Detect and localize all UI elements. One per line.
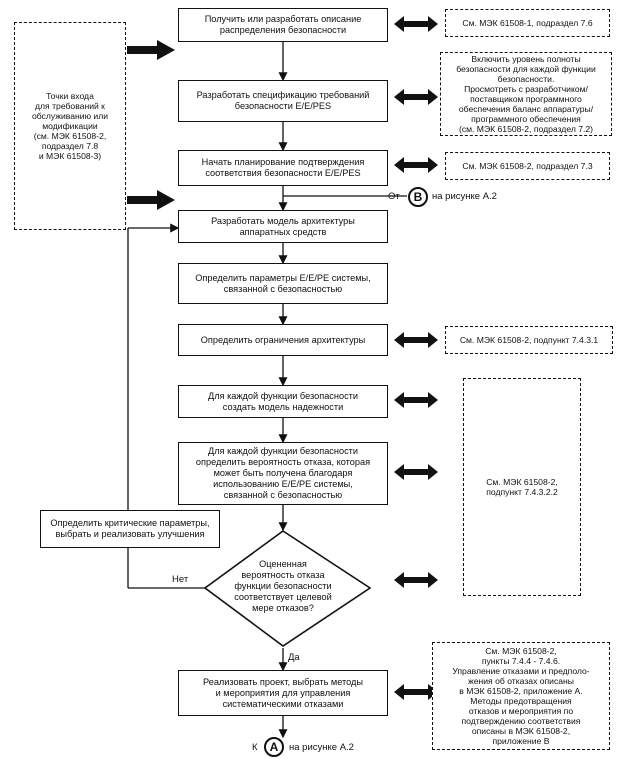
double-arrow <box>394 332 438 348</box>
ref-61508-2-7-4-4: См. МЭК 61508-2, пункты 7.4.4 - 7.4.6. У… <box>432 642 610 750</box>
step-implement-design: Реализовать проект, выбрать методы и мер… <box>178 670 388 716</box>
double-arrow <box>394 157 438 173</box>
step-safety-requirements: Разработать спецификацию требований безо… <box>178 80 388 122</box>
double-arrow <box>394 89 438 105</box>
step-reliability-model: Для каждой функции безопасности создать … <box>178 385 388 418</box>
double-arrow <box>394 16 438 32</box>
double-arrow <box>394 464 438 480</box>
improve-box: Определить критические параметры, выбрат… <box>40 510 220 548</box>
step-validation-planning: Начать планирование подтверждения соотве… <box>178 150 388 186</box>
connector-out-prefix: К <box>252 742 258 753</box>
connector-in-suffix: на рисунке А.2 <box>432 191 497 202</box>
ref-sil-note: Включить уровень полноты безопасности дл… <box>440 52 612 136</box>
entry-note: Точки входа для требований к обслуживани… <box>14 22 126 230</box>
connector-a-circle: A <box>264 737 284 757</box>
decision-diamond <box>203 530 372 647</box>
ref-61508-2-7-4-3-1: См. МЭК 61508-2, подпункт 7.4.3.1 <box>445 326 613 354</box>
ref-61508-2-7-4-3-2-2: См. МЭК 61508-2, подпункт 7.4.3.2.2 <box>463 378 581 596</box>
double-arrow <box>394 392 438 408</box>
ref-61508-1-7-6: См. МЭК 61508-1, подраздел 7.6 <box>445 9 610 37</box>
step-safety-allocation: Получить или разработать описание распре… <box>178 8 388 42</box>
connector-in-prefix: От <box>388 191 400 202</box>
step-architecture-constraints: Определить ограничения архитектуры <box>178 324 388 356</box>
label-yes: Да <box>288 652 300 663</box>
connector-out-suffix: на рисунке А.2 <box>289 742 354 753</box>
decision-text: Оцененная вероятность отказа функции без… <box>234 559 332 613</box>
double-arrow <box>394 684 438 700</box>
label-no: Нет <box>172 574 189 585</box>
ref-61508-2-7-3: См. МЭК 61508-2, подраздел 7.3 <box>445 152 610 180</box>
step-system-parameters: Определить параметры E/E/PE системы, свя… <box>178 263 388 304</box>
step-architecture-model: Разработать модель архитектуры аппаратны… <box>178 210 388 243</box>
double-arrow <box>394 572 438 588</box>
connector-b-circle: B <box>408 187 428 207</box>
step-failure-probability: Для каждой функции безопасности определи… <box>178 442 388 505</box>
